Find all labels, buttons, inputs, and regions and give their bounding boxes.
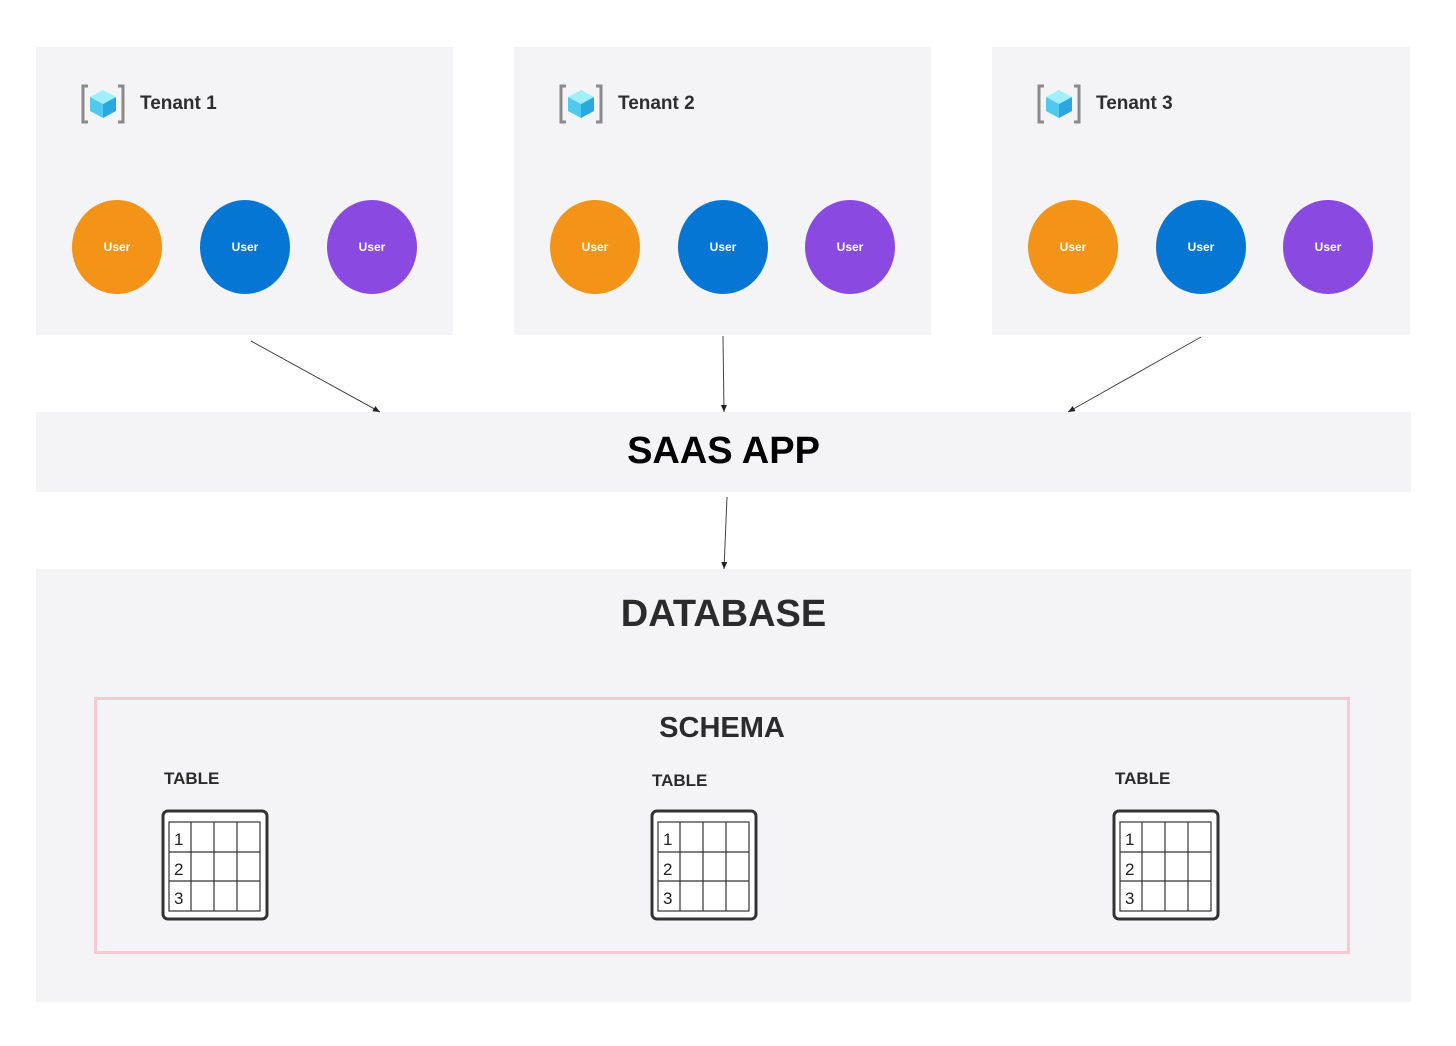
row-number: 2 [174,860,183,879]
row-number: 3 [1125,889,1134,908]
user-avatar-purple: User [1283,200,1373,294]
user-avatar-purple: User [805,200,895,294]
table-grid-icon: 1 2 3 [650,809,758,921]
table-grid-icon: 1 2 3 [1112,809,1220,921]
row-number: 1 [1125,830,1134,849]
tenant-panel-3: Tenant 3 User User User [992,47,1410,335]
arrow-app-to-database [721,496,728,570]
user-avatar-purple: User [327,200,417,294]
row-number: 1 [174,830,183,849]
user-avatar-orange: User [72,200,162,294]
tenant-header: Tenant 2 [558,83,695,125]
row-number: 3 [174,889,183,908]
tenant-title: Tenant 2 [618,93,695,114]
tenant-title: Tenant 1 [140,93,217,114]
tenant-panel-2: Tenant 2 User User User [514,47,931,335]
arrow-tenant1-to-app [250,340,381,413]
row-number: 1 [663,830,672,849]
row-number: 3 [663,889,672,908]
saas-app-box: SAAS APP [36,412,1411,492]
tenant-title: Tenant 3 [1096,93,1173,114]
cube-bracket-icon [559,84,603,124]
row-number: 2 [663,860,672,879]
user-avatar-orange: User [550,200,640,294]
saas-app-title: SAAS APP [627,430,820,472]
schema-title: SCHEMA [659,712,785,744]
table-grid-icon: 1 2 3 [161,809,269,921]
tenant-header: Tenant 3 [1036,83,1173,125]
table-label: TABLE [164,769,220,788]
tenant-header: Tenant 1 [80,83,217,125]
table-label: TABLE [652,771,708,790]
database-title: DATABASE [620,593,827,635]
user-avatar-blue: User [200,200,290,294]
arrow-tenant3-to-app [1067,336,1202,413]
user-avatar-blue: User [1156,200,1246,294]
database-box: DATABASE [36,569,1411,1002]
row-number: 2 [1125,860,1134,879]
user-avatar-orange: User [1028,200,1118,294]
schema-box: SCHEMA [94,697,1350,954]
table-label: TABLE [1115,769,1171,788]
tenant-panel-1: Tenant 1 User User User [36,47,453,335]
user-avatar-blue: User [678,200,768,294]
cube-bracket-icon [81,84,125,124]
cube-bracket-icon [1037,84,1081,124]
arrow-tenant2-to-app [720,335,727,413]
